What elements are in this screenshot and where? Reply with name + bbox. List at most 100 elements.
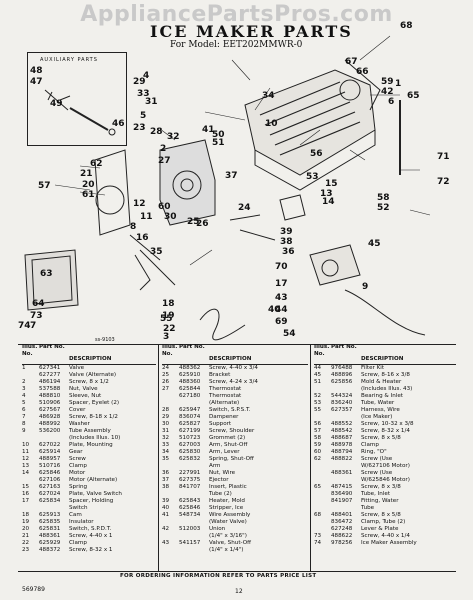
callout: 16 [136, 233, 149, 243]
table-row: Arm [209, 463, 221, 469]
callout: 55 [160, 314, 173, 324]
table-header: Illus. No. Part No. DESCRIPTION [162, 344, 308, 365]
callout: 67 [345, 57, 358, 67]
callout: 45 [368, 239, 381, 249]
watermark: AppliancePartsPros.com [80, 2, 393, 27]
callout: 24 [238, 203, 251, 213]
callout: 51 [212, 138, 225, 148]
callout: 1 [395, 79, 402, 89]
header-description: DESCRIPTION [69, 356, 112, 362]
callout: 59 [381, 77, 394, 87]
header-illus: Illus. No. [22, 344, 38, 357]
callout: 58 [377, 193, 390, 203]
header-part: Part No. [179, 344, 205, 350]
callout: 20 [82, 180, 95, 190]
callout: 66 [356, 67, 369, 77]
auxiliary-parts-title: AUXILIARY PARTS [40, 57, 98, 63]
callout: 57 [38, 181, 51, 191]
callout: 22 [163, 324, 176, 334]
callout: 18 [162, 299, 175, 309]
callout: 7 [30, 321, 37, 331]
header-description: DESCRIPTION [361, 356, 404, 362]
table-row: (Includes Illus. 43) [361, 386, 413, 392]
callout: 56 [310, 149, 323, 159]
callout: 43 [275, 293, 288, 303]
table-row: (1/4" x 3/16") [209, 533, 247, 539]
callout: 3 [163, 332, 170, 342]
callout: 13 [320, 189, 333, 199]
callout: 39 [280, 227, 293, 237]
callout: 50 [212, 130, 225, 140]
callout: 69 [275, 317, 288, 327]
header-description: DESCRIPTION [209, 356, 252, 362]
callout: 49 [50, 99, 63, 109]
callout: 52 [377, 203, 390, 213]
table-row: (Alternate) [209, 400, 240, 406]
callout: 46 [112, 119, 125, 129]
table-row: (Ice Maker) [361, 414, 393, 420]
callout: 61 [82, 190, 95, 200]
callout: 73 [30, 311, 43, 321]
exploded-parts-diagram [24, 35, 431, 341]
table-row: (1/4" x 1/4") [209, 547, 244, 553]
callout: 34 [262, 91, 275, 101]
page-number: 12 [235, 588, 243, 595]
callout: 64 [32, 299, 45, 309]
header-illus: Illus. No. [314, 344, 330, 357]
header-part: Part No. [39, 344, 65, 350]
callout: 23 [133, 123, 146, 133]
callout: 62 [90, 159, 103, 169]
callout: 25 [187, 217, 200, 227]
callout: 37 [225, 171, 238, 181]
diagram-code: ss-9103 [95, 337, 115, 343]
callout: 35 [150, 247, 163, 257]
callout: 74 [18, 321, 31, 331]
header-part: Part No. [331, 344, 357, 350]
callout: 5 [140, 111, 147, 121]
table-row: Switch [69, 505, 88, 511]
callout: 38 [280, 237, 293, 247]
ordering-footer: FOR ORDERING INFORMATION REFER TO PARTS … [120, 573, 317, 579]
callout: 48 [30, 66, 43, 76]
callout: 31 [145, 97, 158, 107]
callout: 30 [164, 212, 177, 222]
